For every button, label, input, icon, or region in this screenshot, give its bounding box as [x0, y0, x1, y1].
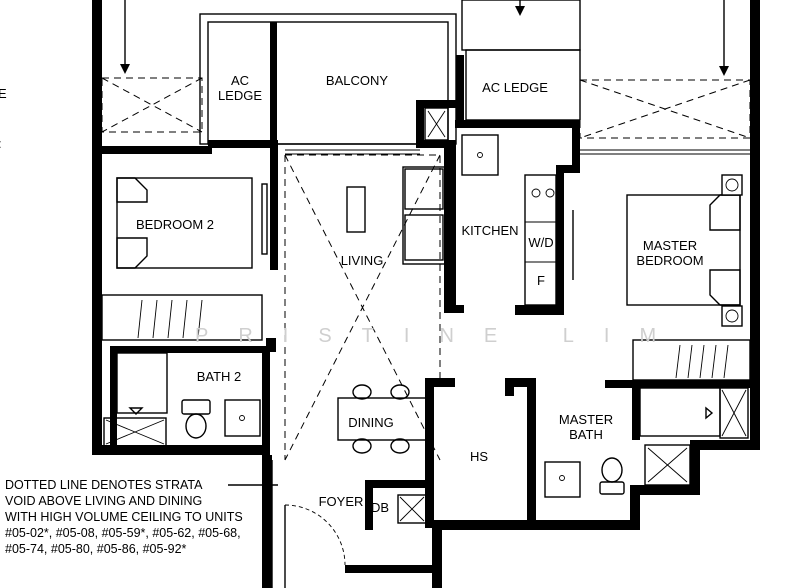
label-wd: W/D	[528, 235, 553, 250]
label-foyer: FOYER	[319, 494, 364, 509]
strata-void-outline	[284, 154, 441, 461]
label-master-bath-1: MASTER	[559, 412, 613, 427]
label-master-bedroom-1: MASTER	[643, 238, 697, 253]
label-kitchen: KITCHEN	[461, 223, 518, 238]
label-ac-ledge-left-2: LEDGE	[218, 88, 262, 103]
label-balcony: BALCONY	[326, 73, 388, 88]
label-living: LIVING	[341, 253, 384, 268]
master-bedroom-furniture	[626, 174, 751, 381]
note-line-1: DOTTED LINE DENOTES STRATA	[5, 478, 203, 492]
bath2-fixtures	[103, 352, 261, 447]
label-ac-ledge-right: AC LEDGE	[482, 80, 548, 95]
watermark: PRISTINE LIM	[195, 325, 686, 347]
living-dining-furniture	[337, 166, 446, 454]
note-line-4: #05-02*, #05-08, #05-59*, #05-62, #05-68…	[5, 526, 241, 540]
room-labels: AC LEDGE BALCONY AC LEDGE BEDROOM 2 LIVI…	[136, 73, 704, 515]
label-master-bedroom-2: BEDROOM	[636, 253, 703, 268]
top-arrows	[120, 0, 729, 76]
outer-walls	[92, 0, 760, 588]
note-line-2: VOID ABOVE LIVING AND DINING	[5, 494, 202, 508]
master-bath-fixtures	[544, 387, 749, 498]
foyer-fixtures	[271, 460, 427, 588]
bedroom2-furniture	[101, 177, 268, 341]
label-master-bath-2: BATH	[569, 427, 603, 442]
label-hs: HS	[470, 449, 488, 464]
edge-mark-colon: :	[0, 136, 2, 151]
label-fridge: F	[537, 273, 545, 288]
label-dining: DINING	[348, 415, 394, 430]
void-top-left	[101, 77, 203, 133]
note-line-5: #05-74, #05-80, #05-86, #05-92*	[5, 542, 187, 556]
label-ac-ledge-left-1: AC	[231, 73, 249, 88]
label-bedroom2: BEDROOM 2	[136, 217, 214, 232]
label-bath2: BATH 2	[197, 369, 242, 384]
void-top-right	[579, 79, 751, 155]
strata-note: DOTTED LINE DENOTES STRATA VOID ABOVE LI…	[5, 478, 243, 556]
balcony-zone	[199, 0, 581, 155]
kitchen-fixtures	[424, 107, 574, 306]
label-db: DB	[371, 500, 389, 515]
edge-mark-e: E	[0, 86, 7, 101]
note-line-3: WITH HIGH VOLUME CEILING TO UNITS	[5, 510, 243, 524]
interior-walls	[102, 100, 750, 530]
